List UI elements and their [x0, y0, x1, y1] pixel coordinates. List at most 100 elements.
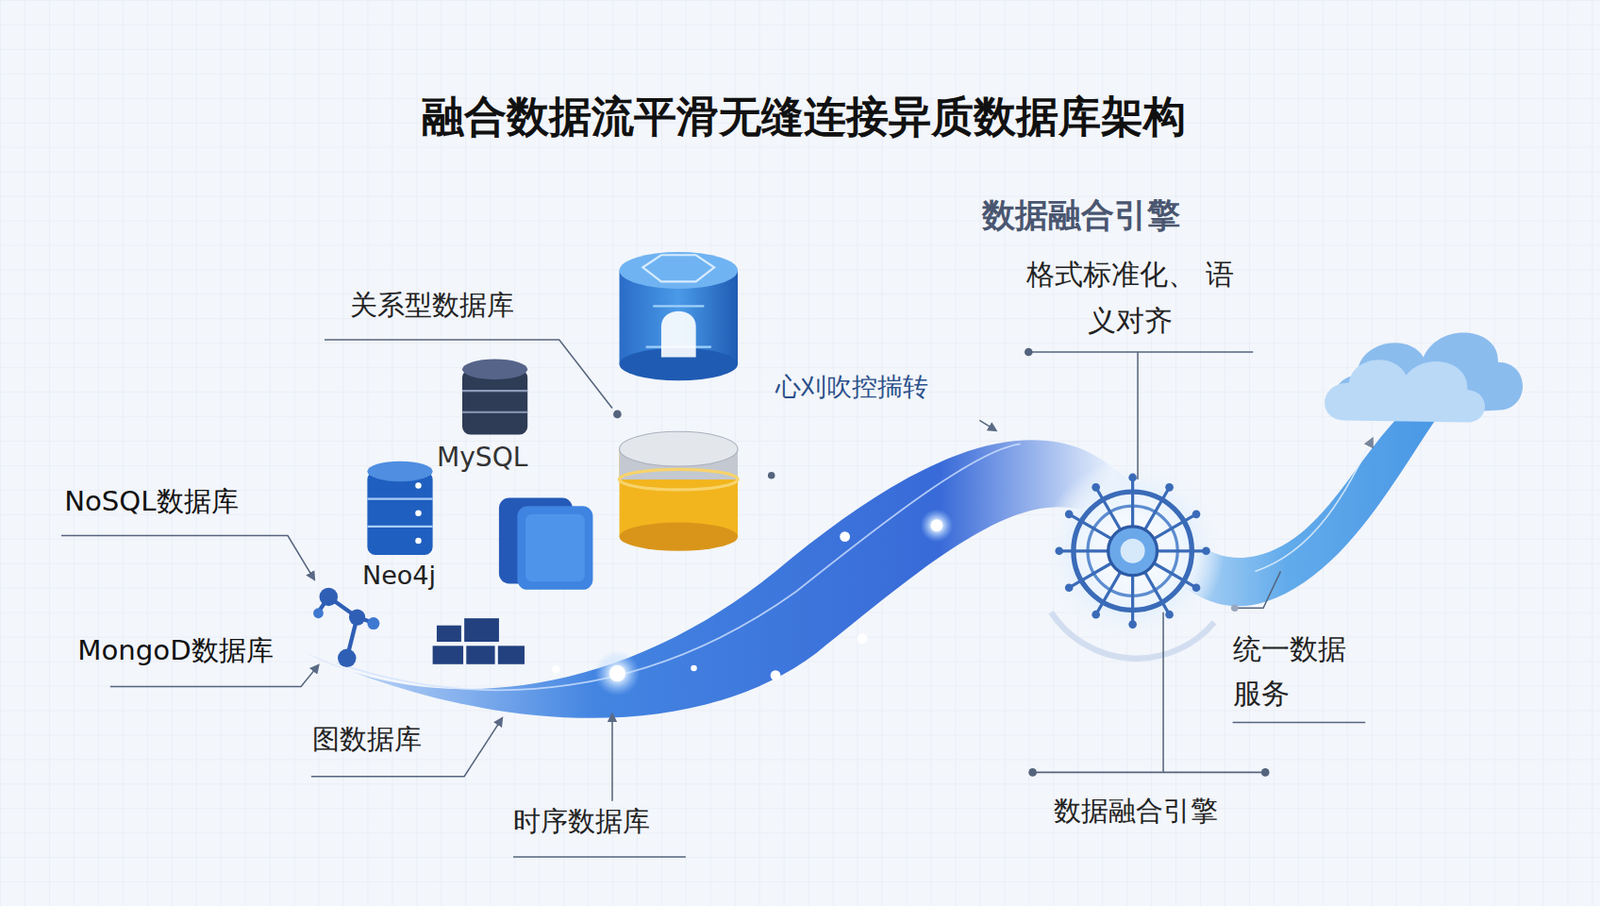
flow-label: 心刈吹控揣转 — [775, 371, 929, 402]
cloud-icon-part — [1324, 359, 1485, 422]
glow-dot-part — [595, 650, 641, 697]
leader-line-part — [513, 855, 686, 858]
glow-dot-part — [839, 531, 850, 542]
cloud-icon — [1324, 333, 1523, 423]
glow-dot-part — [690, 665, 697, 671]
hub-node — [1192, 583, 1201, 592]
hub-node — [1091, 610, 1100, 619]
hub-spoke — [1145, 571, 1169, 613]
mysql-db-icon — [462, 359, 528, 435]
time-series-db-icon-part — [619, 468, 738, 490]
hub-node — [1165, 610, 1174, 619]
leader-line-part — [1231, 604, 1239, 613]
db-label: 时序数据库 — [513, 804, 650, 838]
diagram-title: 融合数据流平滑无缝连接异质数据库架构 — [3, 91, 1600, 144]
block-icon-part — [466, 645, 495, 664]
hub-node — [1192, 510, 1201, 519]
block-icon — [433, 617, 525, 665]
relational-db-icon-part — [661, 311, 697, 358]
leader-line-part — [311, 717, 502, 777]
fusion-engine-hub-part — [1108, 526, 1158, 576]
data-flow-ribbon — [305, 387, 1459, 718]
neo4j-db-icon-part — [366, 499, 433, 527]
leader-line-part — [1236, 570, 1282, 608]
leader-line-part — [613, 410, 622, 419]
db-label: Neo4j — [362, 560, 436, 591]
service-label: 统一数据 服务 — [1233, 627, 1370, 717]
graph-db-icon — [313, 587, 380, 667]
hub-node — [1128, 619, 1137, 629]
hub-spoke — [1145, 488, 1169, 530]
hub-spoke — [1153, 563, 1195, 587]
leader-line-part — [324, 339, 613, 408]
hub-node — [1165, 483, 1174, 492]
graph-db-icon-part — [313, 607, 324, 618]
hub-node — [1091, 483, 1100, 492]
data-flow-ribbon-part — [1254, 438, 1372, 572]
neo4j-db-icon-part — [415, 537, 421, 544]
data-flow-ribbon-part — [305, 387, 1459, 718]
hub-node — [1201, 546, 1211, 555]
db-label: 关系型数据库 — [350, 288, 515, 322]
db-label: MySQL — [436, 441, 529, 474]
leader-line-part — [61, 535, 315, 580]
engine-heading: 数据融合引擎 — [982, 196, 1595, 236]
fusion-engine-hub-part — [1120, 538, 1146, 564]
fusion-engine-hub-part — [1040, 458, 1225, 643]
leader-line-part — [110, 665, 319, 687]
block-icon-part — [436, 625, 462, 642]
fusion-engine-hub-part — [1054, 473, 1210, 629]
hub-spoke — [1070, 563, 1112, 587]
leader-line-part — [1033, 612, 1267, 773]
fusion-engine-hub — [1040, 458, 1225, 658]
neo4j-db-icon — [366, 461, 433, 555]
leader-line-part — [767, 471, 776, 480]
hub-node — [1054, 546, 1064, 555]
hub-spoke — [1061, 549, 1109, 552]
leader-line — [61, 339, 1366, 857]
hub-spoke — [1131, 575, 1134, 623]
db-label: NoSQL数据库 — [64, 484, 238, 518]
relational-db-icon-part — [619, 251, 738, 289]
document-db-icon — [499, 498, 594, 590]
graph-db-icon-part — [317, 596, 372, 658]
hub-spoke — [1131, 479, 1134, 527]
block-icon-part — [498, 645, 525, 664]
relational-db-icon — [619, 251, 738, 381]
engine-label: 数据融合引擎 — [1053, 794, 1218, 828]
time-series-db-icon — [619, 431, 738, 550]
leader-line-part — [1233, 721, 1367, 724]
neo4j-db-icon-part — [366, 461, 433, 483]
glow-dot-part — [920, 508, 954, 542]
block-icon-part — [464, 617, 500, 642]
db-label: MongoD数据库 — [77, 633, 273, 667]
block-icon-part — [433, 645, 464, 664]
glow-dot-part — [770, 669, 782, 681]
leader-line-part — [1028, 767, 1037, 777]
leader-line-part — [1024, 348, 1034, 357]
db-label: 图数据库 — [312, 722, 422, 756]
leader-line-part — [611, 714, 614, 801]
hub-spoke — [1097, 571, 1121, 613]
leader-line-part — [1030, 351, 1253, 480]
glow-dot-part — [930, 518, 943, 532]
mysql-db-icon-part — [462, 390, 528, 413]
engine-description: 格式标准化、 语义对齐 — [1020, 251, 1241, 344]
data-flow-ribbon-part — [336, 443, 1021, 690]
relational-db-icon-part — [642, 254, 715, 282]
hub-node — [1128, 473, 1137, 483]
hub-node — [1065, 583, 1074, 592]
document-db-icon-part — [516, 505, 593, 590]
leader-line-part — [1261, 767, 1270, 777]
graph-db-icon-part — [319, 587, 338, 606]
graph-db-icon-part — [366, 616, 380, 630]
mysql-db-icon-part — [462, 359, 528, 381]
hub-node — [1065, 510, 1074, 519]
hub-spoke — [1153, 515, 1195, 539]
graph-db-icon-part — [349, 608, 366, 625]
time-series-db-icon-part — [619, 522, 738, 551]
glow-dot-part — [609, 665, 626, 682]
document-db-icon-part — [525, 514, 585, 582]
neo4j-db-icon-part — [366, 470, 433, 555]
